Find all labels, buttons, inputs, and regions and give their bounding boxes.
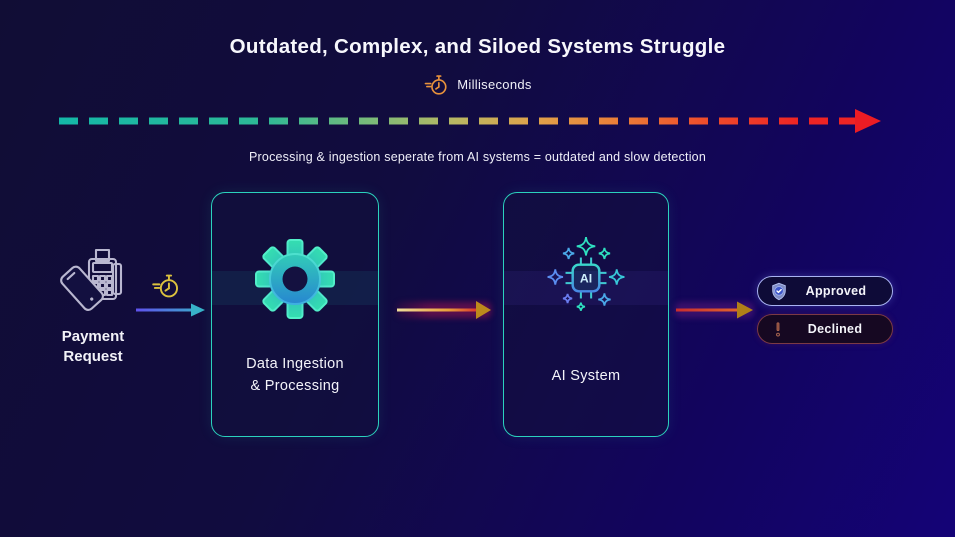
approved-badge: Approved: [757, 276, 893, 306]
timeline-arrowhead: [855, 109, 881, 133]
data-ingestion-label-line1: Data Ingestion: [246, 356, 344, 372]
exclamation-icon: [776, 321, 780, 337]
decorative-band: [504, 271, 668, 305]
contactless-payment-icon: [60, 248, 123, 311]
approved-label: Approved: [805, 284, 867, 298]
declined-label: Declined: [807, 322, 863, 336]
payment-label-line2: Request: [63, 348, 123, 365]
timeline-legend: Milliseconds: [0, 71, 955, 97]
payment-label-line1: Payment: [61, 328, 125, 345]
stopwatch-icon: [424, 74, 447, 95]
data-ingestion-label-line2: & Processing: [250, 378, 340, 394]
data-ingestion-box: Data Ingestion & Processing: [211, 192, 379, 437]
stopwatch-icon: [150, 272, 180, 304]
ai-system-box: AI AI System: [503, 192, 669, 437]
arrow-payment-to-ingestion: [135, 302, 205, 318]
payment-request-node: Payment Request: [44, 246, 142, 367]
payment-request-label: Payment Request: [44, 327, 142, 367]
page-title: Outdated, Complex, and Siloed Systems St…: [229, 35, 726, 58]
declined-badge: Declined: [757, 314, 893, 344]
ai-system-label: AI System: [551, 368, 621, 384]
arrow-ai-to-outcomes: [673, 297, 756, 323]
arrow-ingestion-to-ai: [394, 297, 493, 323]
gear-icon: [255, 239, 335, 319]
subtitle: Processing & ingestion seperate from AI …: [249, 150, 706, 164]
outcome-badges: Approved Declined: [757, 276, 893, 344]
timeline-label: Milliseconds: [457, 76, 532, 92]
shield-check-icon: [772, 282, 786, 300]
timeline-dashed-arrow: [57, 108, 883, 134]
ai-chip-label: AI: [580, 272, 592, 286]
data-ingestion-label: Data Ingestion & Processing: [212, 353, 378, 397]
ai-chip-sparkles-icon: AI: [543, 235, 629, 321]
